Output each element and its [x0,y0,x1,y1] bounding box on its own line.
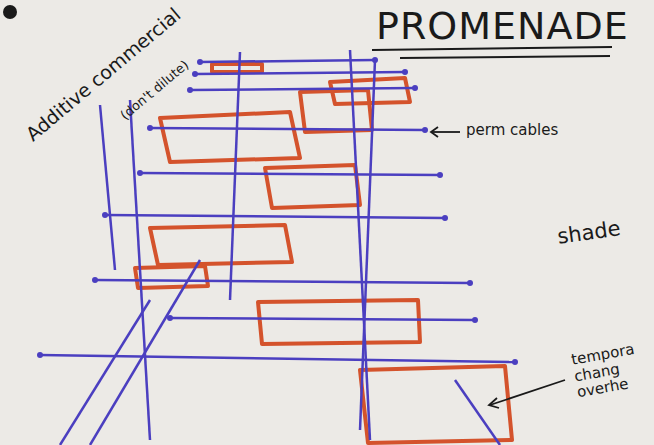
underline [372,47,612,58]
cable-anchors [37,57,518,365]
leader-arrows [431,127,565,408]
canopy-panels [135,64,512,443]
callout-label: perm cables [466,122,558,139]
pin [3,5,17,19]
title: PROMENADE [376,6,629,48]
note: (don't dilute) [118,58,192,123]
callout-label: tempora chang overhe [570,340,648,401]
cable-lines [40,50,515,445]
note: shade [556,217,622,249]
